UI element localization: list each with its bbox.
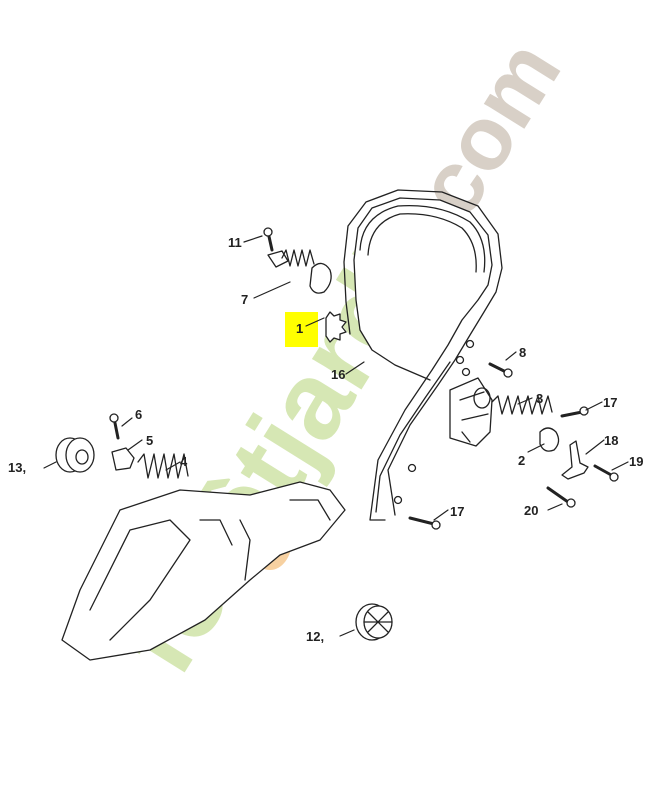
part-label-3: 3 [536, 391, 544, 406]
bushing-icon [111, 447, 135, 471]
part-label-17-top: 17 [603, 395, 618, 410]
part-label-2: 2 [518, 453, 526, 468]
part-label-8: 8 [519, 345, 527, 360]
part-label-1: 1 [296, 321, 304, 336]
part-label-11: 11 [228, 235, 242, 250]
plug-icon [355, 603, 393, 641]
highlight-part-1 [285, 312, 318, 347]
part-label-19: 19 [629, 454, 644, 469]
part-label-20: 20 [524, 503, 539, 518]
part-label-4: 4 [180, 454, 188, 469]
part-label-17-bottom: 17 [450, 504, 465, 519]
leader-lines [43, 235, 629, 637]
mount-bracket-icon [449, 377, 493, 447]
plug-icon [55, 437, 95, 473]
screws [109, 227, 619, 530]
part-label-5: 5 [146, 433, 154, 448]
spring-icon [491, 395, 553, 415]
clip-icon [561, 440, 589, 480]
handlebar-icon [343, 189, 503, 521]
part-label-7: 7 [241, 292, 249, 307]
mount-spring-icon [267, 249, 332, 294]
spring-icon [137, 453, 189, 479]
part-label-6: 6 [135, 407, 143, 422]
part-label-12: 12, [306, 629, 325, 644]
part-label-16: 16 [331, 367, 346, 382]
part-label-18: 18 [604, 433, 619, 448]
damper-icon [539, 427, 560, 452]
part-label-13: 13, [8, 460, 27, 475]
buffer-icon [325, 311, 347, 343]
housing-icon [61, 481, 346, 661]
